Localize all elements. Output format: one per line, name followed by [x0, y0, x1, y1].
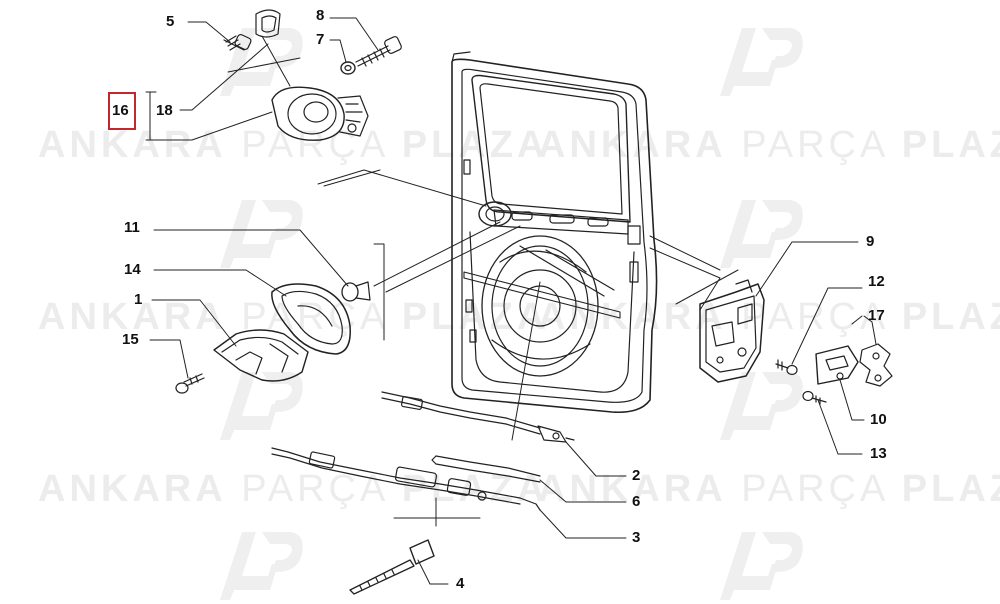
callout-2: 2	[632, 467, 641, 484]
watermark-logo-2	[720, 28, 803, 96]
part-clip-top	[255, 9, 281, 38]
watermark-row-1-right: ANKARA PARÇA PLAZA	[538, 124, 1000, 166]
callout-18: 18	[156, 102, 173, 119]
part-5-screw	[223, 33, 252, 51]
part-7-washer	[340, 61, 356, 75]
part-9-door-lock	[699, 279, 765, 383]
part-17-shim	[859, 343, 893, 387]
part-15-screw	[175, 373, 205, 394]
callout-10: 10	[870, 411, 887, 428]
watermark-logo-1	[220, 28, 303, 96]
watermark-row-1-left: ANKARA PARÇA PLAZA	[38, 124, 549, 166]
callout-6: 6	[632, 493, 641, 510]
watermark-logo-5	[220, 372, 303, 440]
watermark-row-3-left: ANKARA PARÇA PLAZA	[38, 468, 549, 510]
callout-17: 17	[868, 307, 885, 324]
callout-4: 4	[456, 575, 465, 592]
callout-3: 3	[632, 529, 641, 546]
callout-12: 12	[868, 273, 885, 290]
watermark-row-3-right: ANKARA PARÇA PLAZA	[538, 468, 1000, 510]
door-frame	[451, 51, 658, 414]
watermark-logo-7	[220, 532, 303, 600]
callout-11: 11	[124, 219, 140, 236]
callout-15: 15	[122, 331, 139, 348]
callout-9: 9	[866, 233, 875, 250]
watermark-logo-8	[720, 532, 803, 600]
part-10-striker	[815, 345, 859, 385]
callout-8: 8	[316, 7, 325, 24]
part-18-handle-housing	[271, 86, 369, 141]
part-6-link	[431, 455, 541, 483]
part-4-cable-tie	[349, 539, 435, 595]
part-11-plug	[341, 281, 371, 302]
part-1-inner-handle	[213, 329, 309, 382]
part-13-screw	[802, 390, 827, 405]
callout-5: 5	[166, 13, 175, 30]
leader-lines	[145, 17, 877, 585]
highlight-box	[108, 92, 136, 130]
watermark-logo-6	[720, 372, 803, 440]
part-12-screw	[775, 359, 798, 376]
part-14-handle-bezel	[271, 283, 351, 355]
callout-16: 16	[112, 102, 129, 119]
callout-7: 7	[316, 31, 325, 48]
part-3-rod	[271, 447, 541, 511]
callout-13: 13	[870, 445, 887, 462]
callout-1: 1	[134, 291, 143, 308]
watermark-logo-4	[720, 200, 803, 268]
callout-14: 14	[124, 261, 141, 278]
part-8-bolt	[355, 36, 402, 67]
